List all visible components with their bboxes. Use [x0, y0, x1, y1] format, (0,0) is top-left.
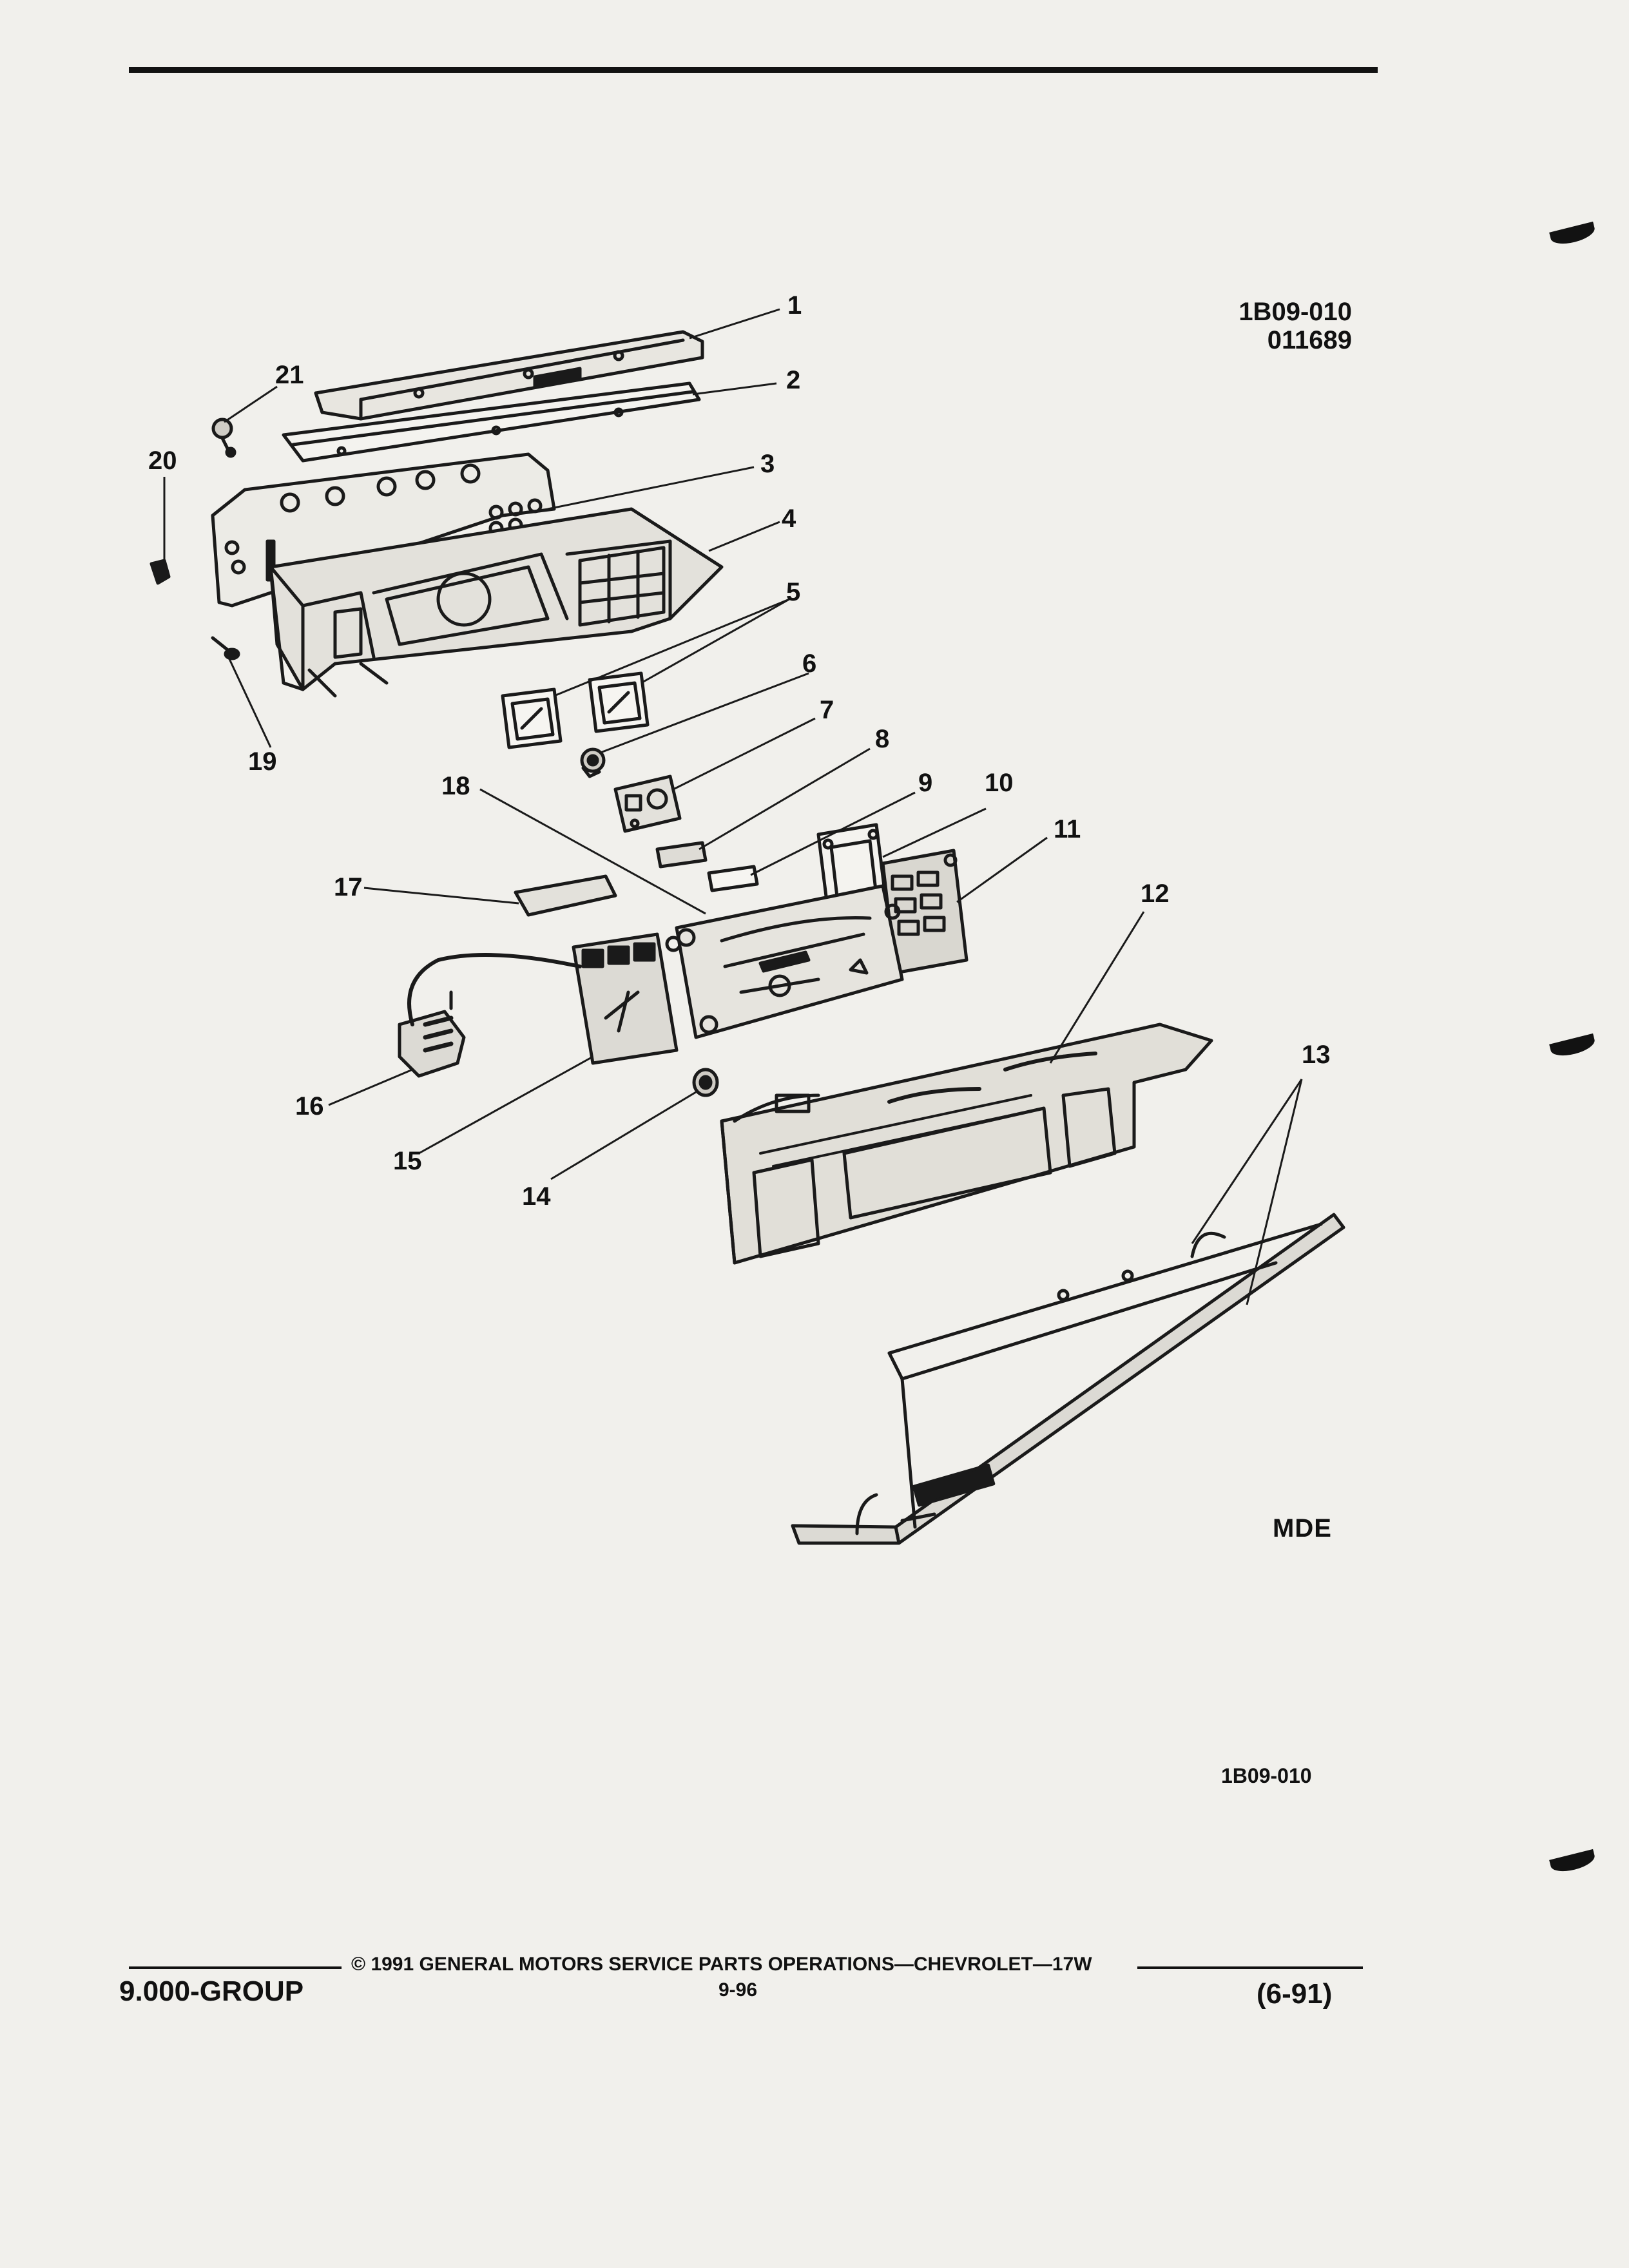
part-5-lenses — [501, 671, 650, 749]
callout-3: 3 — [760, 450, 775, 478]
callout-17: 17 — [334, 873, 363, 901]
part-18-face-plate — [675, 884, 904, 1039]
reference-code-number: 1B09-010 — [1239, 298, 1352, 326]
callout-1: 1 — [787, 291, 802, 320]
figure-code: 1B09-010 — [1221, 1764, 1312, 1787]
part-1-top-cover — [314, 330, 704, 421]
part-4-cluster-housing — [269, 507, 724, 698]
callout-19: 19 — [248, 747, 277, 776]
part-17-bracket — [514, 874, 617, 917]
footer-rule-left — [129, 1966, 342, 1969]
callout-10: 10 — [985, 769, 1014, 797]
callout-13: 13 — [1302, 1041, 1331, 1069]
footer-revision: (6-91) — [1257, 1978, 1333, 2010]
callout-7: 7 — [820, 696, 834, 724]
callout-5: 5 — [786, 578, 801, 606]
part-12-bezel — [720, 1023, 1213, 1265]
callout-16: 16 — [295, 1092, 324, 1120]
part-19-screw — [211, 636, 240, 660]
part-16-connector — [398, 953, 582, 1078]
part-2-gasket — [282, 381, 701, 463]
footer-group: 9.000-GROUP — [119, 1975, 304, 2007]
callout-18: 18 — [441, 772, 470, 800]
part-21-push-pin — [211, 418, 236, 458]
callout-6: 6 — [802, 649, 817, 678]
top-rule — [129, 67, 1378, 73]
reference-code: 1B09-010 011689 — [1239, 298, 1352, 354]
callout-4: 4 — [782, 505, 796, 533]
callout-14: 14 — [522, 1182, 551, 1211]
footer-copyright: © 1991 GENERAL MOTORS SERVICE PARTS OPER… — [351, 1954, 1092, 1975]
callout-20: 20 — [148, 447, 177, 475]
footer-rule-right — [1137, 1966, 1363, 1969]
callout-2: 2 — [786, 366, 801, 394]
part-15-gauge — [572, 932, 682, 1065]
footer-page-number: 9-96 — [718, 1979, 758, 2001]
artist-mark: MDE — [1273, 1514, 1332, 1542]
part-11-warning-panel — [881, 849, 969, 975]
part-13-lens-cover — [791, 1213, 1345, 1545]
callout-11: 11 — [1054, 815, 1081, 843]
part-9-lens-strip — [707, 865, 759, 892]
reference-code-date: 011689 — [1267, 326, 1352, 354]
callout-9: 9 — [918, 769, 933, 797]
part-8-lens-strip — [655, 841, 708, 869]
callout-21: 21 — [275, 361, 304, 389]
part-14-bulb — [692, 1068, 719, 1097]
part-20-clip — [149, 559, 171, 585]
callout-12: 12 — [1141, 879, 1170, 908]
callout-15: 15 — [393, 1147, 422, 1175]
part-6-bulb-socket — [580, 747, 606, 778]
leader-lines — [163, 308, 1303, 1305]
callout-8: 8 — [875, 725, 890, 753]
part-7-bracket — [613, 774, 682, 833]
